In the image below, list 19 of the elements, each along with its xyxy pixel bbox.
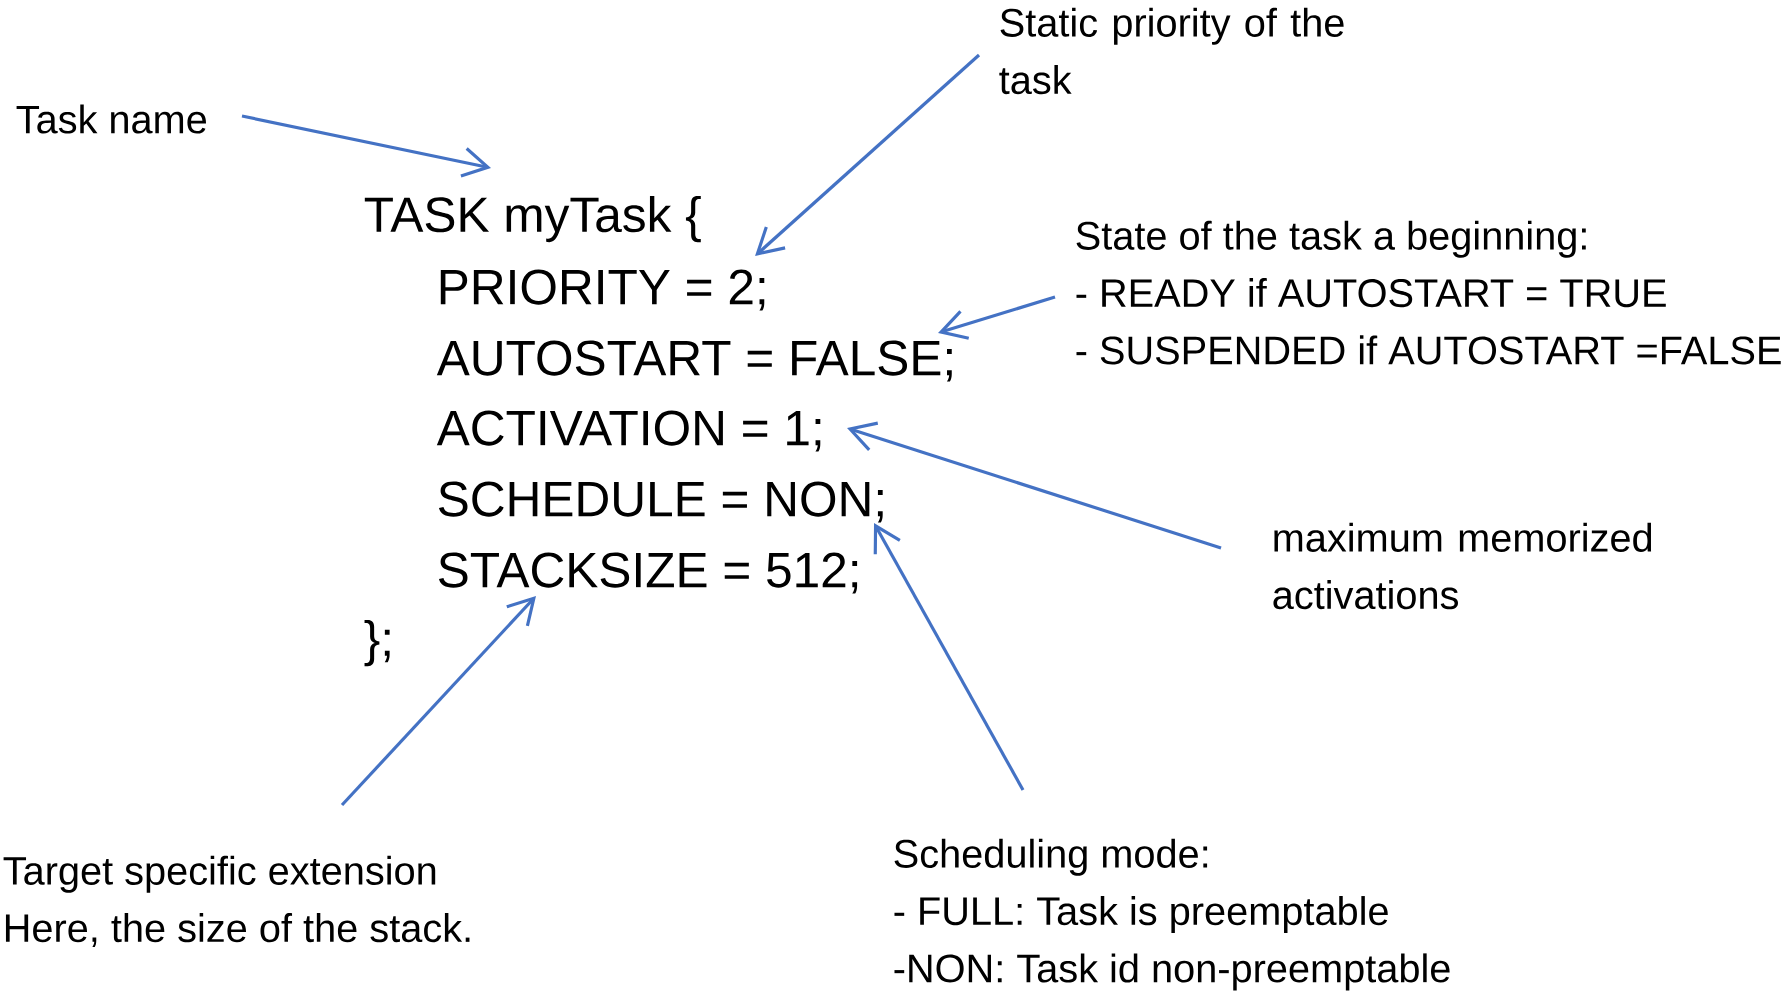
leader-arrow xyxy=(873,523,1025,791)
annotation-text: State of the task a beginning: - READY if AUTOSTART = TRUE - SUSPENDED if AUTOSTART =FALSE xyxy=(1076,220,1781,365)
leader-arrow xyxy=(340,596,536,807)
code-line: PRIORITY = 2; xyxy=(440,269,765,311)
leader-arrow xyxy=(938,295,1056,340)
code-line: SCHEDULE = NON; xyxy=(439,481,883,523)
leader-arrow xyxy=(755,53,981,256)
annotation-text: Target specific extension Here, the size of the stack. xyxy=(3,855,470,947)
leader-arrow xyxy=(241,114,491,178)
code-line: ACTIVATION = 1; xyxy=(436,410,821,452)
code-line: AUTOSTART = FALSE; xyxy=(436,340,952,382)
leader-arrow xyxy=(847,421,1222,550)
annotation-text: maximum memorized activations xyxy=(1273,522,1652,610)
annotation-text: Scheduling mode: - FULL: Task is preemptable -NON: Task id non-preemptable xyxy=(894,838,1450,991)
annotation-text: Task name xyxy=(16,104,206,134)
code-line: TASK myTask { xyxy=(364,195,701,243)
code-line: }; xyxy=(364,619,390,667)
code-line: STACKSIZE = 512; xyxy=(439,552,858,594)
annotation-text: Static priority of the task xyxy=(999,7,1344,95)
